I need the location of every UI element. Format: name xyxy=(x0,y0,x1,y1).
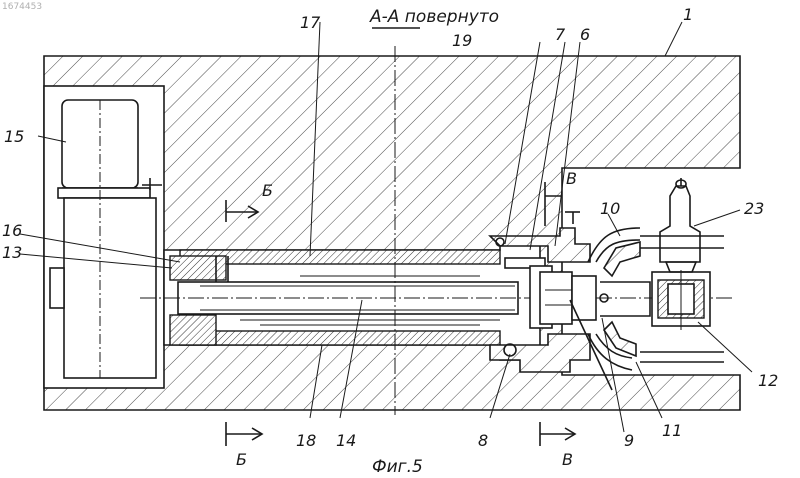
label-19: 19 xyxy=(452,31,472,50)
label-6: 6 xyxy=(580,25,590,44)
roller-assembly-12 xyxy=(640,236,724,362)
section-mark-b-bottom-label: Б xyxy=(236,450,247,469)
section-title-text: А-А повернуто xyxy=(369,7,499,27)
section-mark-v-top-label: В xyxy=(566,169,577,188)
label-1: 1 xyxy=(683,5,693,24)
section-title: А-А повернуто xyxy=(369,7,499,28)
label-9: 9 xyxy=(624,431,634,450)
label-13: 13 xyxy=(2,243,22,262)
label-23: 23 xyxy=(744,199,764,218)
section-mark-v-bottom: В xyxy=(540,422,575,469)
label-15: 15 xyxy=(4,127,24,146)
figure-caption: Фиг.5 xyxy=(372,457,423,477)
watermark-text: 1674453 xyxy=(2,2,42,12)
section-mark-v-bottom-label: В xyxy=(562,450,573,469)
label-11: 11 xyxy=(662,421,682,440)
label-14: 14 xyxy=(336,431,356,450)
label-10: 10 xyxy=(600,199,620,218)
label-18: 18 xyxy=(296,431,316,450)
section-mark-b-bottom: Б xyxy=(226,422,262,469)
label-7: 7 xyxy=(555,25,566,44)
label-8: 8 xyxy=(478,431,488,450)
label-16: 16 xyxy=(2,221,22,240)
label-17: 17 xyxy=(300,13,321,32)
label-12: 12 xyxy=(758,371,778,390)
tool-holder-23 xyxy=(660,178,700,272)
section-mark-b-top-label: Б xyxy=(262,181,273,200)
